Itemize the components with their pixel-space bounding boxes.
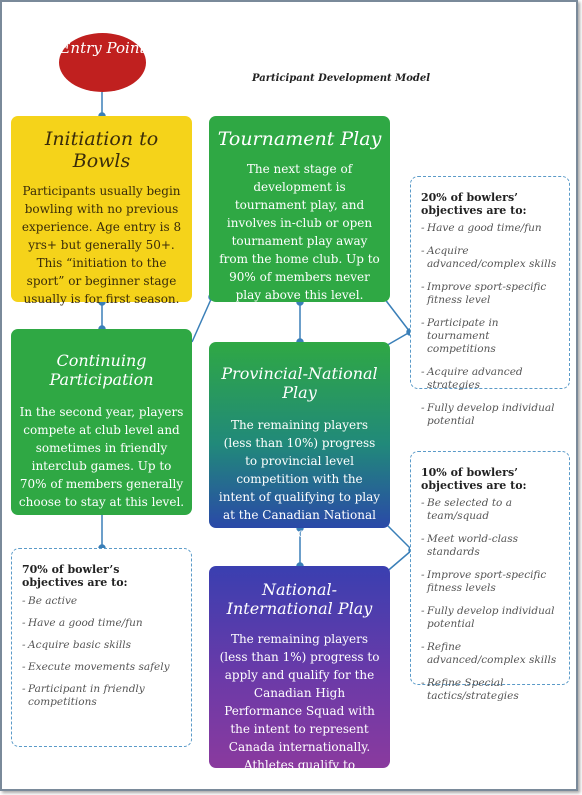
objective-item: Meet world-class standards (421, 533, 561, 559)
stage-title: Tournament Play (217, 128, 382, 150)
stage-description: The next stage of development is tournam… (219, 162, 380, 302)
objective-item: Acquire advanced strategies (421, 366, 561, 392)
objectives-list: Have a good time/fun Acquire advanced/co… (421, 222, 561, 428)
objective-item: Acquire advanced/complex skills (421, 245, 561, 271)
objective-item: Fully develop individual potential (421, 605, 561, 631)
objective-item: Refine advanced/complex skills (421, 641, 561, 667)
objectives-70-percent: 70% of bowler’s objectives are to: Be ac… (11, 548, 192, 747)
objective-item: Be active (22, 595, 183, 608)
stage-continuing: Continuing Participation In the second y… (11, 329, 192, 515)
objective-item: Participate in tournament competitions (421, 317, 561, 356)
objectives-list: Be selected to a team/squad Meet world-c… (421, 497, 561, 703)
objective-item: Acquire basic skills (22, 639, 183, 652)
connector-tournament-obj20 (383, 297, 411, 333)
objectives-heading: 70% of bowler’s objectives are to: (22, 563, 128, 589)
stage-title: Continuing Participation (49, 351, 154, 389)
stage-title: Initiation to Bowls (44, 128, 159, 172)
objective-item: Execute movements safely (22, 661, 183, 674)
objectives-heading: 20% of bowlers’ objectives are to: (421, 191, 527, 217)
entry-point-node: Entry Point (59, 33, 146, 92)
objective-item: Refine Special tactics/strategies (421, 677, 561, 703)
objective-item: Improve sport-specific fitness level (421, 281, 561, 307)
objective-item: Improve sport-specific fitness levels (421, 569, 561, 595)
objective-item: Be selected to a team/squad (421, 497, 561, 523)
stage-national: National-International Play The remainin… (209, 566, 390, 789)
stage-description: The remaining players (less than 10%) pr… (218, 418, 381, 540)
stage-description: The remaining players (less than 1%) pro… (219, 632, 380, 790)
objective-item: Participant in friendly competitions (22, 683, 183, 709)
objectives-heading: 10% of bowlers’ objectives are to: (421, 466, 527, 492)
stage-title: National-International Play (226, 580, 373, 618)
connector-provincial-obj10 (383, 521, 413, 551)
stage-description: In the second year, players compete at c… (18, 405, 185, 509)
objective-item: Have a good time/fun (421, 222, 561, 235)
objective-item: Have a good time/fun (22, 617, 183, 630)
objectives-list: Be active Have a good time/fun Acquire b… (22, 595, 183, 709)
stage-tournament: Tournament Play The next stage of develo… (209, 116, 390, 302)
stage-title: Provincial-National Play (221, 364, 378, 402)
stage-initiation: Initiation to Bowls Participants usually… (11, 116, 192, 306)
objectives-10-percent: 10% of bowlers’ objectives are to: Be se… (410, 451, 570, 702)
connector-continuing-tournament (191, 296, 213, 343)
stage-description: Participants usually begin bowling with … (21, 184, 182, 306)
stage-provincial: Provincial-National Play The remaining p… (209, 342, 390, 540)
objective-item: Fully develop individual potential (421, 402, 561, 428)
diagram-title: Participant Development Model (252, 73, 431, 84)
objectives-20-percent: 20% of bowlers’ objectives are to: Have … (410, 176, 570, 427)
